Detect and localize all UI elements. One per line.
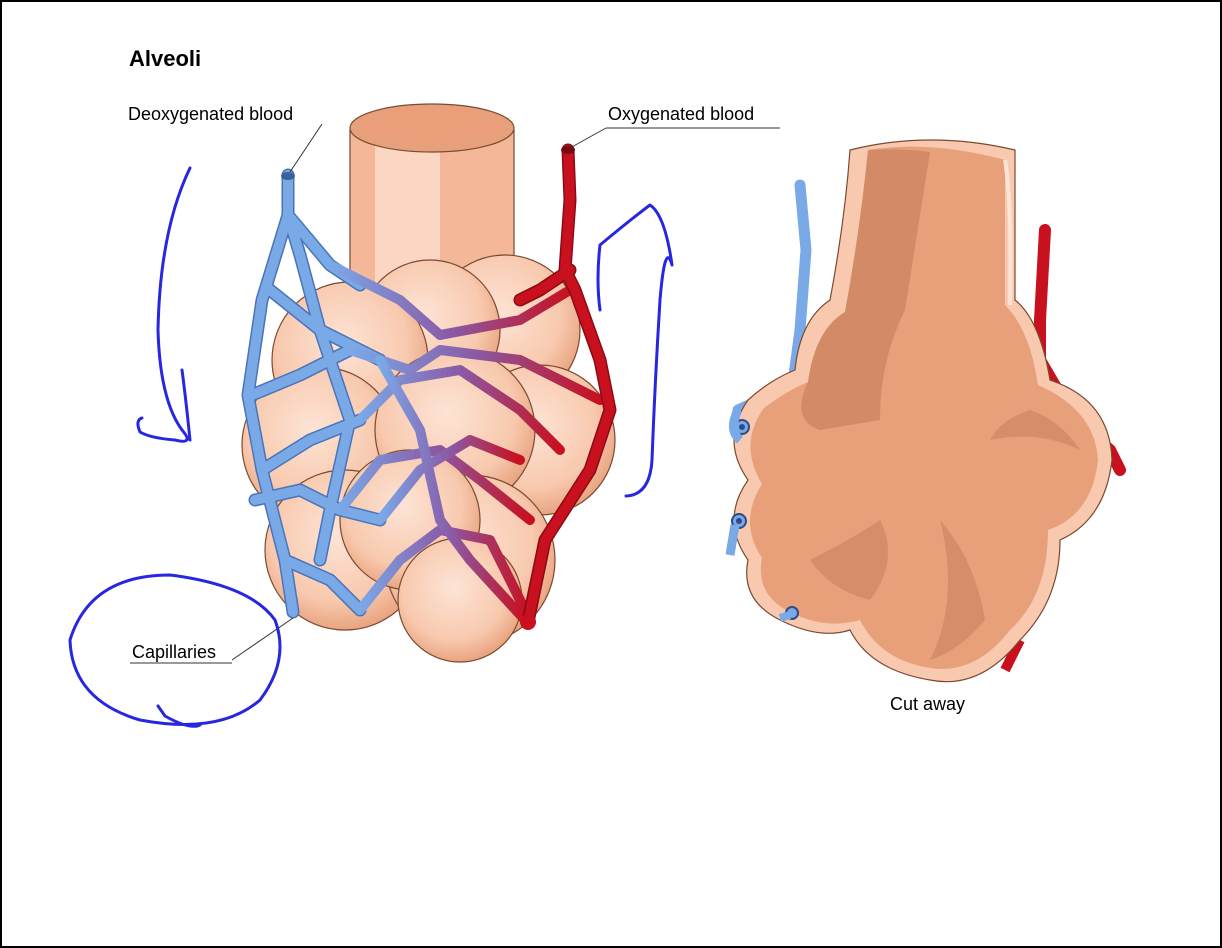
leader-capillaries xyxy=(232,618,293,660)
page-title: Alveoli xyxy=(129,46,201,72)
alveolar-sac-cutaway xyxy=(730,140,1120,682)
leader-oxygenated xyxy=(570,128,606,148)
artery-opening xyxy=(561,146,575,154)
vein-opening xyxy=(281,172,295,180)
label-capillaries: Capillaries xyxy=(132,642,216,663)
label-oxygenated-blood: Oxygenated blood xyxy=(608,104,754,125)
arrow-down-annotation xyxy=(138,168,190,441)
leader-deoxygenated xyxy=(290,124,322,172)
label-cut-away: Cut away xyxy=(890,694,965,715)
alveolar-sac-external xyxy=(242,104,615,662)
label-deoxygenated-blood: Deoxygenated blood xyxy=(128,104,293,125)
